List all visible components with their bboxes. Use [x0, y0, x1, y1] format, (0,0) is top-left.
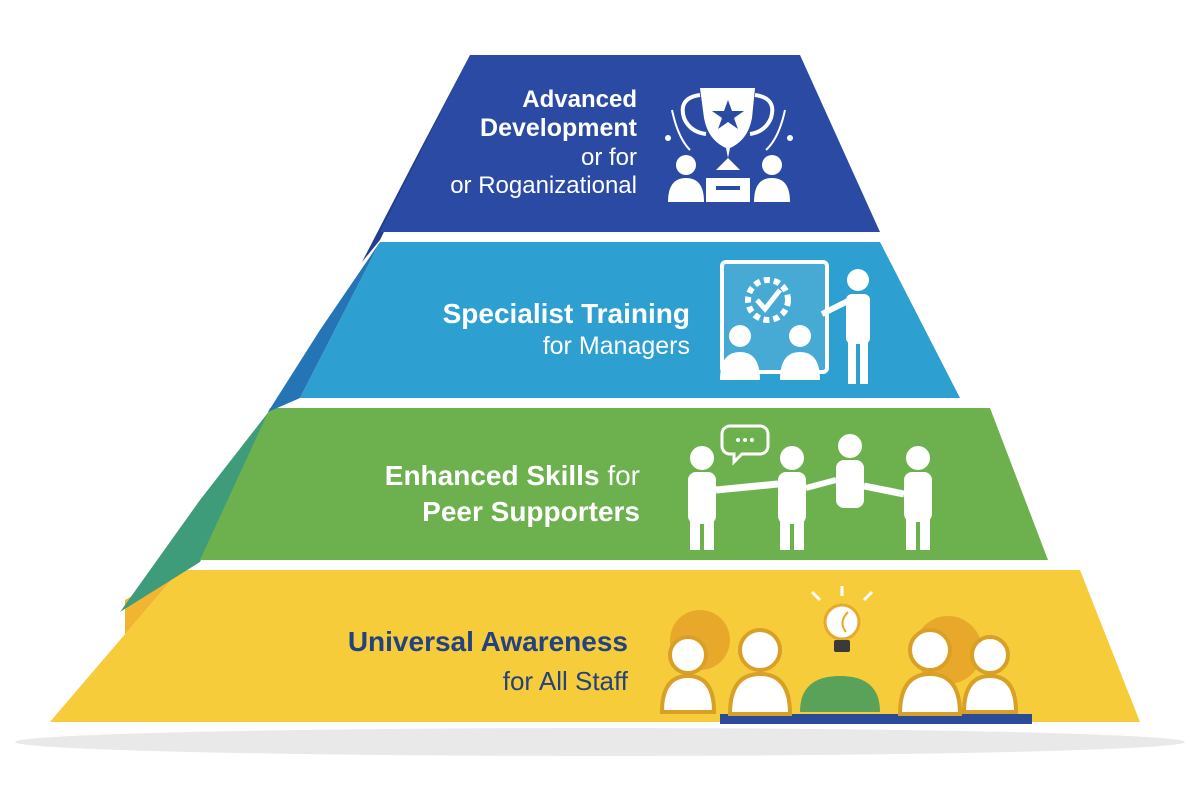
tier-advanced-line-2: Development — [480, 114, 637, 143]
tier-advanced-line-4: or Roganizational — [450, 172, 637, 200]
tier-enhanced-line-1: Enhanced Skills for — [385, 458, 640, 494]
trophy-team-icon — [665, 88, 793, 202]
tier-specialist-label: Specialist Training for Managers — [443, 296, 690, 362]
tier-enhanced-band — [200, 408, 1048, 560]
tier-advanced-label: Advanced Development or for or Roganizat… — [450, 86, 637, 200]
tier-enhanced-line-2: Peer Supporters — [422, 496, 640, 528]
tier-advanced-side — [362, 55, 470, 262]
tier-enhanced-label: Enhanced Skills for Peer Supporters — [385, 458, 640, 531]
tier-universal-line-1: Universal Awareness — [347, 626, 628, 657]
tier-enhanced — [120, 408, 1048, 612]
ground-shadow — [15, 728, 1185, 756]
peer-group-icon — [688, 424, 932, 550]
tier-enhanced-for: for — [607, 460, 640, 491]
tier-enhanced-side — [120, 410, 270, 612]
tier-specialist-line-2: for Managers — [542, 332, 690, 360]
staff-lightbulb-icon — [659, 586, 1019, 716]
tier-universal-base-strip — [720, 714, 1032, 724]
tier-advanced-band — [380, 55, 880, 232]
tier-universal-label: Universal Awareness for All Staff — [348, 622, 628, 700]
tier-advanced-line-3: or for — [580, 143, 637, 171]
tier-advanced-line-1: Advanced — [522, 86, 637, 113]
tier-universal-line-2: for All Staff — [502, 665, 628, 696]
tier-specialist-side — [268, 242, 380, 412]
tier-enhanced-bold: Enhanced Skills — [384, 460, 600, 491]
trainer-presentation-icon — [720, 260, 870, 384]
tier-specialist-line-1: Specialist Training — [442, 298, 690, 329]
tier-advanced — [362, 55, 880, 262]
